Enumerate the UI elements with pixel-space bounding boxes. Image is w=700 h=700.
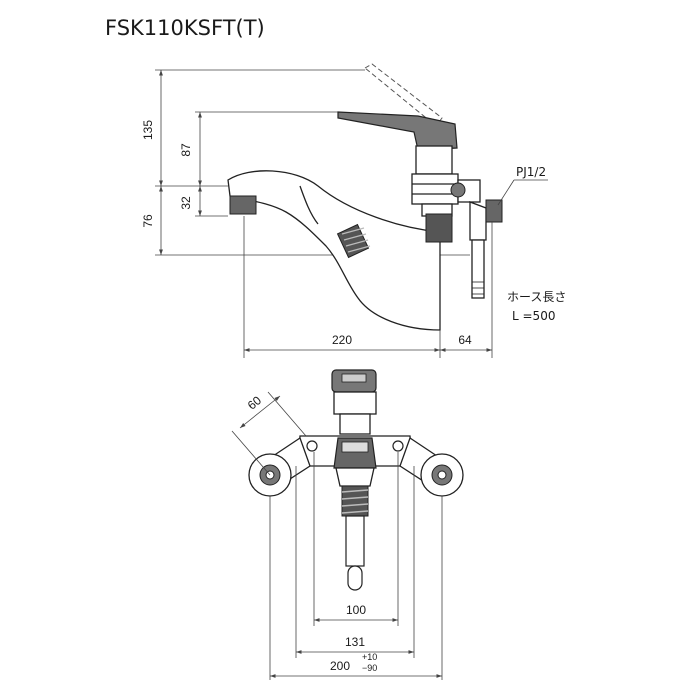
- dim-135: 135: [141, 120, 155, 140]
- hose-length-label: ホース長さ: [507, 290, 566, 304]
- hose-length-value: L =500: [512, 309, 555, 323]
- dim-200: 200: [330, 659, 350, 673]
- side-view: 135 76 87 32: [141, 63, 566, 358]
- dim-60: 60: [245, 393, 264, 413]
- dim-87: 87: [179, 143, 193, 157]
- dim-220: 220: [332, 333, 352, 347]
- dim-131: 131: [345, 635, 365, 649]
- dim-32: 32: [179, 196, 193, 210]
- inlet-elbow: [469, 201, 487, 241]
- inlet-fitting: [485, 199, 503, 223]
- aerator: [229, 195, 257, 215]
- valve-body: [415, 145, 453, 175]
- model-title: FSK110KSFT(T): [105, 16, 265, 40]
- valve-base: [425, 213, 453, 243]
- dim-line-60: [239, 395, 281, 429]
- spout-body: [227, 170, 441, 331]
- lever-handle: [337, 111, 458, 151]
- dim-100: 100: [346, 603, 366, 617]
- front-view: 60 100 131 200 +10 −90: [231, 369, 464, 680]
- dim-64: 64: [458, 333, 472, 347]
- lever-raised-outline: [364, 63, 443, 127]
- dim-200-tol-minus: −90: [362, 663, 377, 673]
- front-spout: [345, 515, 365, 567]
- dim-76: 76: [141, 214, 155, 228]
- pipe-thread-label: PJ1/2: [516, 165, 546, 179]
- dim-200-tol-plus: +10: [362, 652, 377, 662]
- hose-tail: [471, 239, 485, 299]
- hose-spring: [336, 223, 371, 259]
